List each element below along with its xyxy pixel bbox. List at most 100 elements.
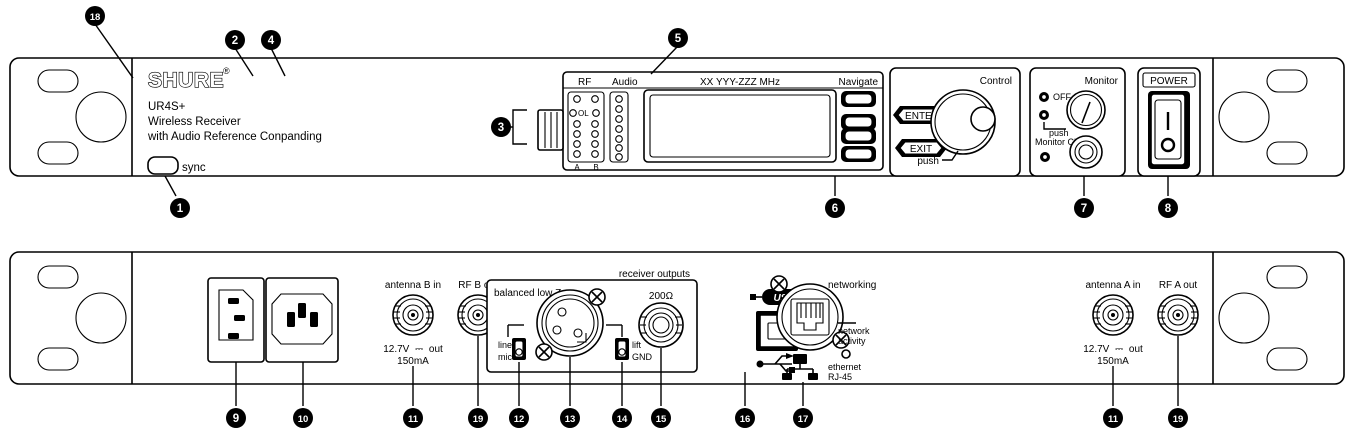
bnc-knurl-a xyxy=(1094,305,1132,325)
trs-knurl xyxy=(640,316,682,334)
sync-button[interactable]: sync xyxy=(147,156,206,175)
svg-text:10: 10 xyxy=(298,414,309,425)
line-label: line xyxy=(498,340,512,350)
audio-led-array xyxy=(609,91,629,163)
enter-label: ENTER xyxy=(905,111,939,122)
svg-text:19: 19 xyxy=(473,414,484,425)
xlr-output-connector xyxy=(535,288,606,361)
antenna-a-in-connector: antenna A in 12.7V ⎓ out 150mA xyxy=(1083,280,1143,367)
ac-power-outlet xyxy=(207,277,265,363)
lift-gnd-switch[interactable]: lift GND xyxy=(606,324,653,362)
channel-b-label: B xyxy=(593,163,598,172)
monitor-jack[interactable] xyxy=(1069,135,1103,169)
power-section: POWER xyxy=(1137,67,1201,177)
networking-label: networking xyxy=(828,280,876,291)
monitor-clip-led xyxy=(1040,152,1050,162)
line-mic-switch[interactable]: line mic xyxy=(498,324,526,362)
antenna-a-label: antenna A in xyxy=(1085,280,1140,291)
sync-label: sync xyxy=(182,162,206,174)
navigate-button-3[interactable] xyxy=(841,128,876,144)
svg-text:7: 7 xyxy=(1081,203,1087,215)
callout-1: 1 xyxy=(170,198,190,218)
antenna-b-label: antenna B in xyxy=(385,280,441,291)
navigate-button-2[interactable] xyxy=(841,114,876,130)
svg-text:4: 4 xyxy=(268,35,275,47)
rf-led-array: OL A B xyxy=(567,91,605,172)
svg-text:14: 14 xyxy=(617,414,628,425)
callout-8: 8 xyxy=(1158,198,1178,218)
monitor-off-led: OFF xyxy=(1039,92,1071,102)
exit-button[interactable]: EXIT xyxy=(895,139,947,157)
callout-12: 12 xyxy=(509,408,529,428)
callout-19-right: 19 xyxy=(1168,408,1188,428)
overload-label: OL xyxy=(578,109,589,118)
callout-14: 14 xyxy=(612,408,632,428)
monitor-off-label: OFF xyxy=(1053,92,1071,102)
navigate-button-1[interactable] xyxy=(841,91,876,107)
ethernet-line-2: RJ-45 xyxy=(828,372,852,382)
gnd-label: GND xyxy=(632,352,653,362)
svg-text:18: 18 xyxy=(90,12,101,23)
xlr-screw-bottom xyxy=(535,343,553,361)
balanced-low-z-label: balanced low Z xyxy=(494,288,561,299)
callout-19-left: 19 xyxy=(468,408,488,428)
lift-label: lift xyxy=(632,340,641,350)
rf-meter-label: RF xyxy=(578,77,591,88)
display-module: RF Audio XX YYY-ZZZ MHz Navigate OL A B xyxy=(537,71,884,172)
bnc-knurl-rfa xyxy=(1159,305,1197,325)
callout-5: 5 xyxy=(668,28,688,48)
svg-text:15: 15 xyxy=(656,414,667,425)
control-knob[interactable] xyxy=(930,89,996,155)
network-activity-led xyxy=(841,349,851,359)
control-label: Control xyxy=(980,76,1012,87)
lcd-display xyxy=(643,89,837,163)
front-rack-ear-right xyxy=(1212,58,1308,176)
monitor-section: Monitor OFF push Monitor Clip xyxy=(1029,67,1126,177)
module-side-bracket xyxy=(537,109,564,151)
rj45-screw-bottom xyxy=(832,331,850,349)
antenna-b-current: 150mA xyxy=(397,356,429,367)
registered-mark-icon: ® xyxy=(223,66,230,76)
callout-leaders xyxy=(94,23,1179,406)
callout-3: 3 xyxy=(491,117,511,137)
callout-4: 4 xyxy=(261,30,281,50)
receiver-outputs-panel: receiver outputs balanced low Z line mic xyxy=(486,269,698,373)
rf-b-out-label: RF B out xyxy=(458,280,498,291)
antenna-a-voltage: 12.7V ⎓ out xyxy=(1083,344,1143,355)
power-switch[interactable] xyxy=(1148,91,1190,169)
ethernet-line-1: ethernet xyxy=(828,362,862,372)
antenna-a-current: 150mA xyxy=(1097,356,1129,367)
callout-10: 10 xyxy=(293,408,313,428)
svg-text:11: 11 xyxy=(1108,414,1119,425)
product-line-1: Wireless Receiver xyxy=(148,116,241,128)
model-name: UR4S+ xyxy=(148,101,186,113)
svg-text:17: 17 xyxy=(798,414,809,425)
callout-11-left: 11 xyxy=(403,408,423,428)
callout-2: 2 xyxy=(225,30,245,50)
power-label: POWER xyxy=(1150,76,1188,87)
callout-bubbles: 18 2 4 5 3 1 6 7 xyxy=(85,6,1188,428)
mic-label: mic xyxy=(498,352,512,362)
network-activity-line-2: activity xyxy=(838,336,866,346)
network-activity-line-1: network xyxy=(838,326,870,336)
callout-7: 7 xyxy=(1074,198,1094,218)
front-branding: SHURE ® UR4S+ Wireless Receiver with Aud… xyxy=(147,66,322,143)
frequency-label: XX YYY-ZZZ MHz xyxy=(700,77,780,88)
callout-17: 17 xyxy=(793,408,813,428)
impedance-label: 200Ω xyxy=(649,291,674,302)
rear-rack-ear-left xyxy=(37,252,133,384)
navigate-button-4[interactable] xyxy=(841,146,876,162)
rj45-screw-top xyxy=(770,275,788,293)
audio-meter-label: Audio xyxy=(612,77,638,88)
navigate-buttons[interactable] xyxy=(841,91,876,162)
network-icon xyxy=(782,354,818,380)
monitor-second-led xyxy=(1039,110,1049,120)
ac-power-inlet xyxy=(265,277,339,363)
shure-logo: SHURE xyxy=(148,69,224,92)
monitor-volume-knob[interactable] xyxy=(1066,90,1106,130)
svg-text:2: 2 xyxy=(232,35,238,47)
callout-9: 9 xyxy=(226,408,246,428)
svg-text:6: 6 xyxy=(832,203,838,215)
usb-trident-icon xyxy=(756,353,795,373)
networking-port: networking network activity ethernet RJ-… xyxy=(770,275,876,382)
